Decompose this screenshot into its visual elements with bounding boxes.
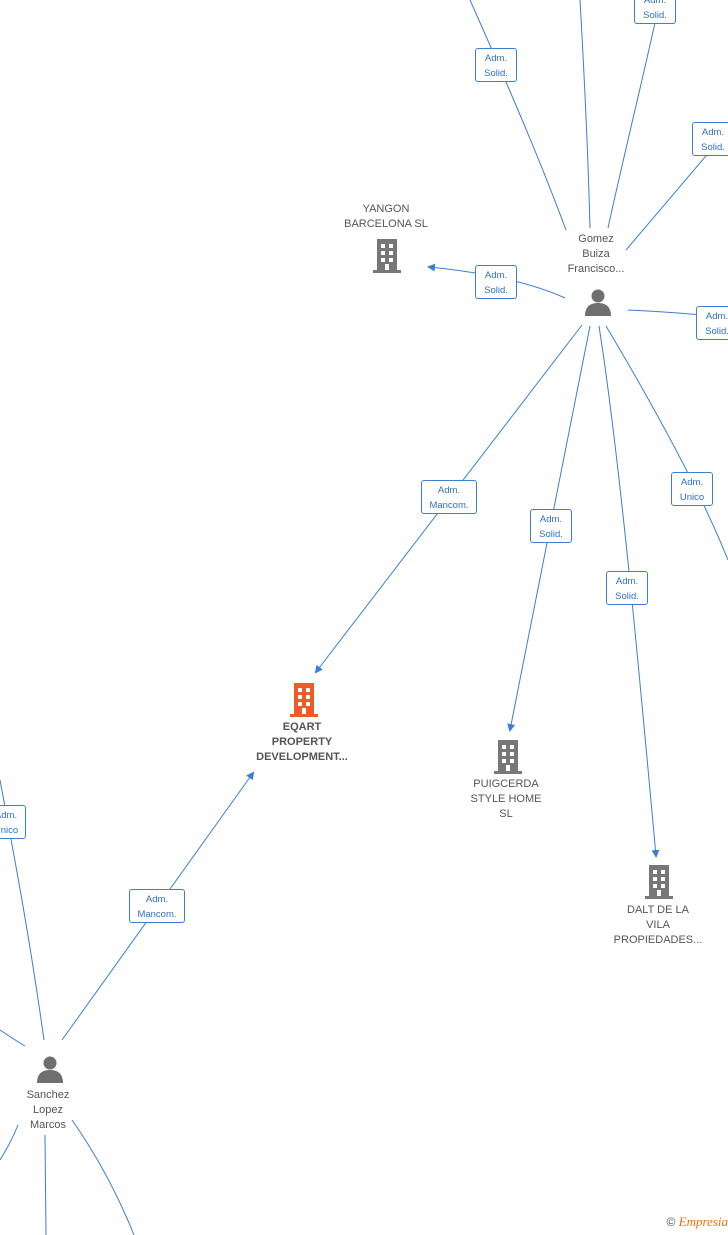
role-line: Unico — [679, 492, 705, 503]
role-badge[interactable]: Adm. Solid. — [696, 306, 728, 340]
label-line: Buiza — [582, 248, 610, 260]
building-icon[interactable] — [494, 740, 522, 774]
node-label-sanchez[interactable]: Sanchez Lopez Marcos — [27, 1088, 70, 1133]
role-line: Unico — [0, 825, 19, 836]
role-line: Solid. — [701, 142, 725, 153]
edge-sanchez-left — [0, 1029, 26, 1047]
label-line: Lopez — [33, 1104, 63, 1116]
role-badge[interactable]: Adm. Solid. — [606, 571, 648, 605]
node-label-gomez[interactable]: Gomez Buiza Francisco... — [568, 232, 625, 277]
label-line: YANGON — [362, 203, 410, 215]
node-label-dalt[interactable]: DALT DE LA VILA PROPIEDADES... — [614, 903, 703, 948]
label-line: Marcos — [29, 1119, 67, 1131]
role-line: Adm. — [615, 576, 639, 587]
edge-gomez-top-left — [469, 0, 567, 231]
role-line: Adm. — [680, 477, 704, 488]
label-line: BARCELONA SL — [344, 218, 428, 230]
role-line: Adm. — [539, 514, 563, 525]
role-line: Adm. — [701, 127, 725, 138]
label-line: PUIGCERDA — [473, 778, 539, 790]
label-line: PROPIEDADES... — [613, 934, 703, 946]
role-line: Solid. — [643, 10, 667, 21]
edge-gomez-top-center — [579, 0, 591, 229]
node-label-puigcerda[interactable]: PUIGCERDA STYLE HOME SL — [471, 777, 542, 822]
label-line: DALT DE LA — [627, 904, 689, 916]
label-line: DEVELOPMENT... — [256, 751, 348, 763]
role-line: Solid. — [484, 68, 508, 79]
role-line: Solid. — [539, 529, 563, 540]
building-icon[interactable] — [373, 239, 401, 273]
role-badge[interactable]: Adm. Solid. — [634, 0, 676, 24]
brand-logo: Empresia — [678, 1214, 728, 1229]
edge-sanchez-bottom — [44, 1134, 47, 1235]
label-line: VILA — [646, 919, 670, 931]
person-icon[interactable] — [585, 289, 611, 317]
role-badge[interactable]: Adm. Mancom. — [129, 889, 185, 923]
role-line: Adm. — [484, 53, 508, 64]
role-badge[interactable]: Adm. Solid. — [475, 48, 517, 82]
label-line: Sanchez — [26, 1089, 70, 1101]
copyright-symbol: © — [666, 1215, 676, 1229]
role-badge[interactable]: Adm. Mancom. — [421, 480, 477, 514]
role-badge[interactable]: Adm. Unico — [671, 472, 713, 506]
role-line: Adm. — [145, 894, 169, 905]
role-line: Adm. — [0, 810, 18, 821]
role-line: Mancom. — [137, 909, 177, 920]
role-badge[interactable]: Adm. Solid. — [475, 265, 517, 299]
node-label-yangon[interactable]: YANGON BARCELONA SL — [344, 202, 428, 232]
edge-gomez-unico-right — [605, 325, 728, 561]
role-line: Adm. — [705, 311, 728, 322]
edge-sanchez-bottom-left — [0, 1124, 19, 1161]
footer-brand[interactable]: © Empresia — [666, 1214, 728, 1230]
role-line: Solid. — [615, 591, 639, 602]
label-line: Gomez — [578, 233, 614, 245]
label-line: PROPERTY — [271, 736, 333, 748]
edge-gomez-top-right — [607, 0, 661, 229]
person-icon[interactable] — [37, 1056, 63, 1084]
role-line: Adm. — [484, 270, 508, 281]
node-label-eqart[interactable]: EQART PROPERTY DEVELOPMENT... — [256, 720, 348, 765]
label-line: EQART — [282, 721, 322, 733]
building-icon[interactable] — [645, 865, 673, 899]
edge-sanchez-bottom-right — [71, 1119, 135, 1235]
role-line: Solid. — [705, 326, 728, 337]
building-icon[interactable] — [290, 683, 318, 717]
role-line: Mancom. — [429, 500, 469, 511]
role-line: Solid. — [484, 285, 508, 296]
role-line: Adm. — [643, 0, 667, 6]
label-line: Francisco... — [567, 263, 625, 275]
role-badge[interactable]: Adm. Solid. — [530, 509, 572, 543]
label-line: SL — [499, 808, 513, 820]
role-badge[interactable]: Adm. Solid. — [692, 122, 728, 156]
role-line: Adm. — [437, 485, 461, 496]
label-line: STYLE HOME — [470, 793, 542, 805]
role-badge[interactable]: Adm. Unico — [0, 805, 26, 839]
